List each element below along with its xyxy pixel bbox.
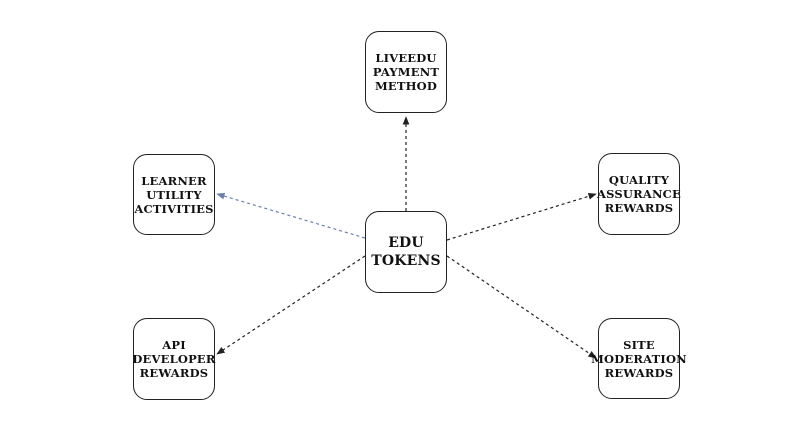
node-label-line: TOKENS — [371, 253, 441, 269]
node-label-line: PAYMENT — [372, 65, 440, 79]
node-label: LEARNER UTILITY ACTIVITIES — [134, 174, 213, 216]
node-label-line: LIVEEDU — [375, 51, 437, 65]
node-label: LIVEEDU PAYMENT METHOD — [373, 51, 439, 93]
node-label-line: ASSURANCE — [596, 187, 682, 201]
node-label-line: METHOD — [374, 79, 438, 93]
edge-center-to-api — [216, 255, 366, 355]
node-edu-tokens: EDU TOKENS — [365, 211, 447, 293]
node-label: SITE MODERATION REWARDS — [591, 338, 687, 380]
node-quality-assurance-rewards: QUALITY ASSURANCE REWARDS — [597, 153, 681, 235]
node-label-line: REWARDS — [604, 201, 674, 215]
node-api-developer-rewards: API DEVELOPER REWARDS — [132, 318, 215, 400]
node-label-line: API — [162, 338, 186, 352]
node-label-line: UTILITY — [146, 187, 202, 202]
node-learner-utility-activities: LEARNER UTILITY ACTIVITIES — [133, 154, 215, 235]
node-label-line: EDU — [388, 235, 424, 251]
node-label-line: MODERATION — [591, 351, 687, 366]
edge-center-to-learner — [216, 192, 366, 239]
node-label-line: LEARNER — [141, 173, 207, 188]
node-label-line: SITE — [623, 337, 655, 352]
node-label-line: ACTIVITIES — [134, 201, 214, 216]
node-label: API DEVELOPER REWARDS — [132, 338, 215, 380]
node-label-line: REWARDS — [604, 365, 674, 380]
node-liveedu-payment-method: LIVEEDU PAYMENT METHOD — [365, 31, 447, 113]
edge-center-to-quality — [446, 193, 597, 241]
node-label: QUALITY ASSURANCE REWARDS — [597, 173, 681, 215]
node-label-line: DEVELOPER — [132, 352, 216, 366]
node-label: EDU TOKENS — [371, 234, 441, 270]
node-label-line: QUALITY — [608, 173, 670, 187]
edge-center-to-site — [446, 255, 597, 359]
node-site-moderation-rewards: SITE MODERATION REWARDS — [591, 318, 687, 399]
node-label-line: REWARDS — [139, 366, 209, 380]
